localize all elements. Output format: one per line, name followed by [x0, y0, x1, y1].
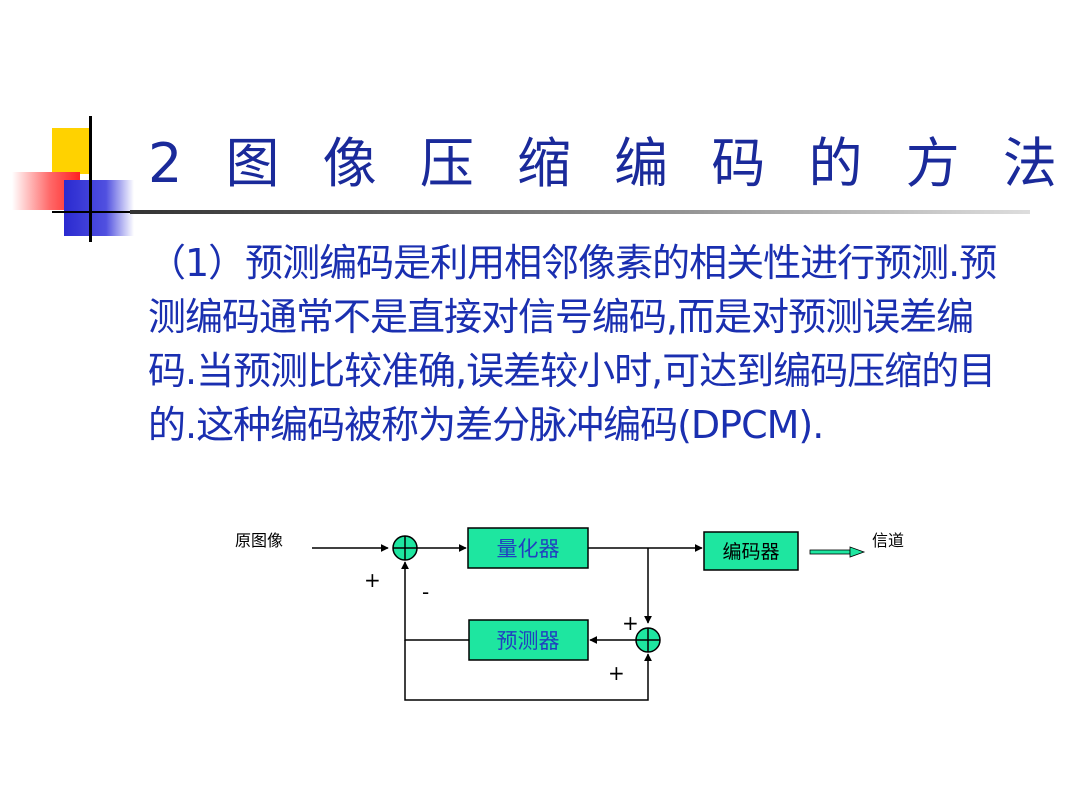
feedback-to-junction1 — [401, 561, 469, 641]
emblem-yellow-square — [52, 128, 90, 174]
slide-title: 2 图 像 压 缩 编 码 的 方 法 — [148, 132, 1070, 195]
sign-plus-1: + — [364, 568, 381, 592]
sign-plus-3: + — [608, 661, 625, 685]
summing-junction-1 — [392, 535, 418, 561]
input-label: 原图像 — [235, 531, 283, 550]
feedback-to-junction2 — [404, 640, 652, 701]
emblem-vertical-line — [89, 116, 92, 242]
dpcm-block-diagram: 原图像 量化器 编码器 信道 预测器 + - + + — [235, 527, 904, 701]
output-arrow — [809, 546, 866, 558]
sign-minus: - — [422, 580, 429, 604]
emblem-blue-square — [64, 180, 134, 236]
channel-label: 信道 — [872, 531, 904, 550]
encoder-label: 编码器 — [722, 541, 779, 563]
summing-junction-2 — [635, 627, 661, 653]
sign-plus-2: + — [622, 611, 639, 635]
body-paragraph: （1）预测编码是利用相邻像素的相关性进行预测.预测编码通常不是直接对信号编码,而… — [148, 241, 997, 447]
quantizer-label: 量化器 — [497, 537, 560, 561]
title-emblem — [0, 0, 160, 250]
encoder-block — [703, 531, 799, 571]
emblem-horizontal-line — [52, 211, 138, 213]
title-underline — [130, 210, 1030, 214]
predictor-label: 预测器 — [497, 629, 560, 653]
